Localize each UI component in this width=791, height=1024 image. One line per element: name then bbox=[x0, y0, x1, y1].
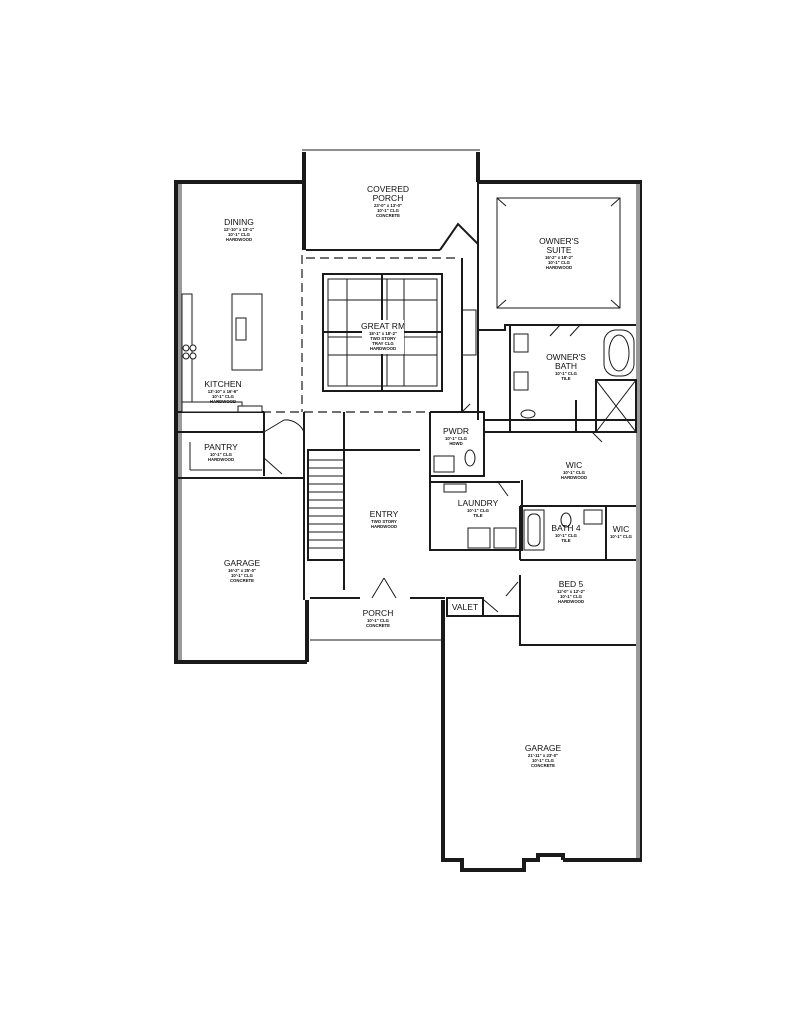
pantry-floor: HARDWOOD bbox=[208, 457, 234, 462]
kitchen-ceiling: 10'-1" CLG bbox=[212, 394, 235, 399]
bath4-floor: TILE bbox=[561, 538, 570, 543]
exterior-walls bbox=[174, 152, 642, 872]
owners-suite-name-2: SUITE bbox=[546, 245, 571, 255]
owners-bath-name: OWNER'S bbox=[546, 352, 586, 362]
bed5-name: BED 5 bbox=[559, 579, 584, 589]
laundry-floor: TILE bbox=[473, 513, 482, 518]
garage-right-name: GARAGE bbox=[525, 743, 562, 753]
dining-floor: HARDWOOD bbox=[226, 237, 252, 242]
entry-name: ENTRY bbox=[370, 509, 399, 519]
garage-right-floor: CONCRETE bbox=[531, 763, 555, 768]
pwdr-floor: HDWD bbox=[449, 441, 462, 446]
doors bbox=[263, 324, 603, 613]
pwdr-name: PWDR bbox=[443, 426, 469, 436]
porch-ceiling: 10'-1" CLG bbox=[367, 618, 390, 623]
laundry-name: LAUNDRY bbox=[458, 498, 499, 508]
wic-main-ceiling: 10'-1" CLG bbox=[563, 470, 586, 475]
owners-bath-ceiling: 10'-1" CLG bbox=[555, 371, 578, 376]
garage-right-ceiling: 10'-1" CLG bbox=[532, 758, 555, 763]
wic-small-ceiling: 10'-1" CLG bbox=[610, 534, 633, 539]
bath4-ceiling: 10'-1" CLG bbox=[555, 533, 578, 538]
porch-floor: CONCRETE bbox=[366, 623, 390, 628]
porch-name: PORCH bbox=[363, 608, 394, 618]
great-rm-dims: 18'-1" x 18'-2" bbox=[369, 331, 397, 336]
valet-name: VALET bbox=[452, 602, 478, 612]
pantry-ceiling: 10'-1" CLG bbox=[210, 452, 233, 457]
owners-bath-floor: TILE bbox=[561, 376, 570, 381]
covered-porch-name-2: PORCH bbox=[373, 193, 404, 203]
fixtures bbox=[181, 293, 635, 561]
entry-floor: HARDWOOD bbox=[371, 524, 397, 529]
owners-suite-floor: HARDWOOD bbox=[546, 265, 572, 270]
great-rm-ceiling: TWO STORY bbox=[370, 336, 396, 341]
laundry-ceiling: 10'-1" CLG bbox=[467, 508, 490, 513]
garage-left-dims: 16'-2" x 25'-0" bbox=[228, 568, 256, 573]
owners-suite-ceiling: 10'-1" CLG bbox=[548, 260, 571, 265]
kitchen-floor: HARDWOOD bbox=[210, 399, 236, 404]
bed5-floor: HARDWOOD bbox=[558, 599, 584, 604]
owners-suite-name: OWNER'S bbox=[539, 236, 579, 246]
wic-main-name: WIC bbox=[566, 460, 583, 470]
owners-suite-dims: 16'-2" x 18'-2" bbox=[545, 255, 573, 260]
covered-porch-dims: 23'-0" x 13'-0" bbox=[374, 203, 402, 208]
great-rm-ceiling-2: TRAY CLG bbox=[372, 341, 394, 346]
entry-ceiling: TWO STORY bbox=[371, 519, 397, 524]
garage-left-floor: CONCRETE bbox=[230, 578, 254, 583]
dining-ceiling: 10'-1" CLG bbox=[228, 232, 251, 237]
kitchen-dims: 13'-10" x 16'-6" bbox=[208, 389, 239, 394]
garage-left-ceiling: 10'-1" CLG bbox=[231, 573, 254, 578]
bed5-ceiling: 10'-1" CLG bbox=[560, 594, 583, 599]
room-labels: COVERED PORCH 23'-0" x 13'-0" 10'-1" CLG… bbox=[204, 184, 632, 768]
garage-left-name: GARAGE bbox=[224, 558, 261, 568]
wic-main-floor: HARDWOOD bbox=[561, 475, 587, 480]
kitchen-name: KITCHEN bbox=[204, 379, 241, 389]
covered-porch-name: COVERED bbox=[367, 184, 409, 194]
wic-small-name: WIC bbox=[613, 524, 630, 534]
dining-name: DINING bbox=[224, 217, 254, 227]
bed5-dims: 12'-0" x 12'-2" bbox=[557, 589, 585, 594]
garage-right-dims: 21'-11" x 23'-0" bbox=[528, 753, 558, 758]
stair-treads bbox=[308, 459, 344, 549]
bath4-name: BATH 4 bbox=[551, 523, 580, 533]
pwdr-ceiling: 10'-1" CLG bbox=[445, 436, 468, 441]
owners-bath-name-2: BATH bbox=[555, 361, 577, 371]
great-rm-floor: HARDWOOD bbox=[370, 346, 396, 351]
dining-dims: 12'-10" x 13'-1" bbox=[224, 227, 255, 232]
pantry-name: PANTRY bbox=[204, 442, 238, 452]
covered-porch-floor: CONCRETE bbox=[376, 213, 400, 218]
interior-walls bbox=[176, 149, 637, 646]
great-rm-name: GREAT RM bbox=[361, 321, 405, 331]
covered-porch-ceiling: 10'-1" CLG bbox=[377, 208, 400, 213]
